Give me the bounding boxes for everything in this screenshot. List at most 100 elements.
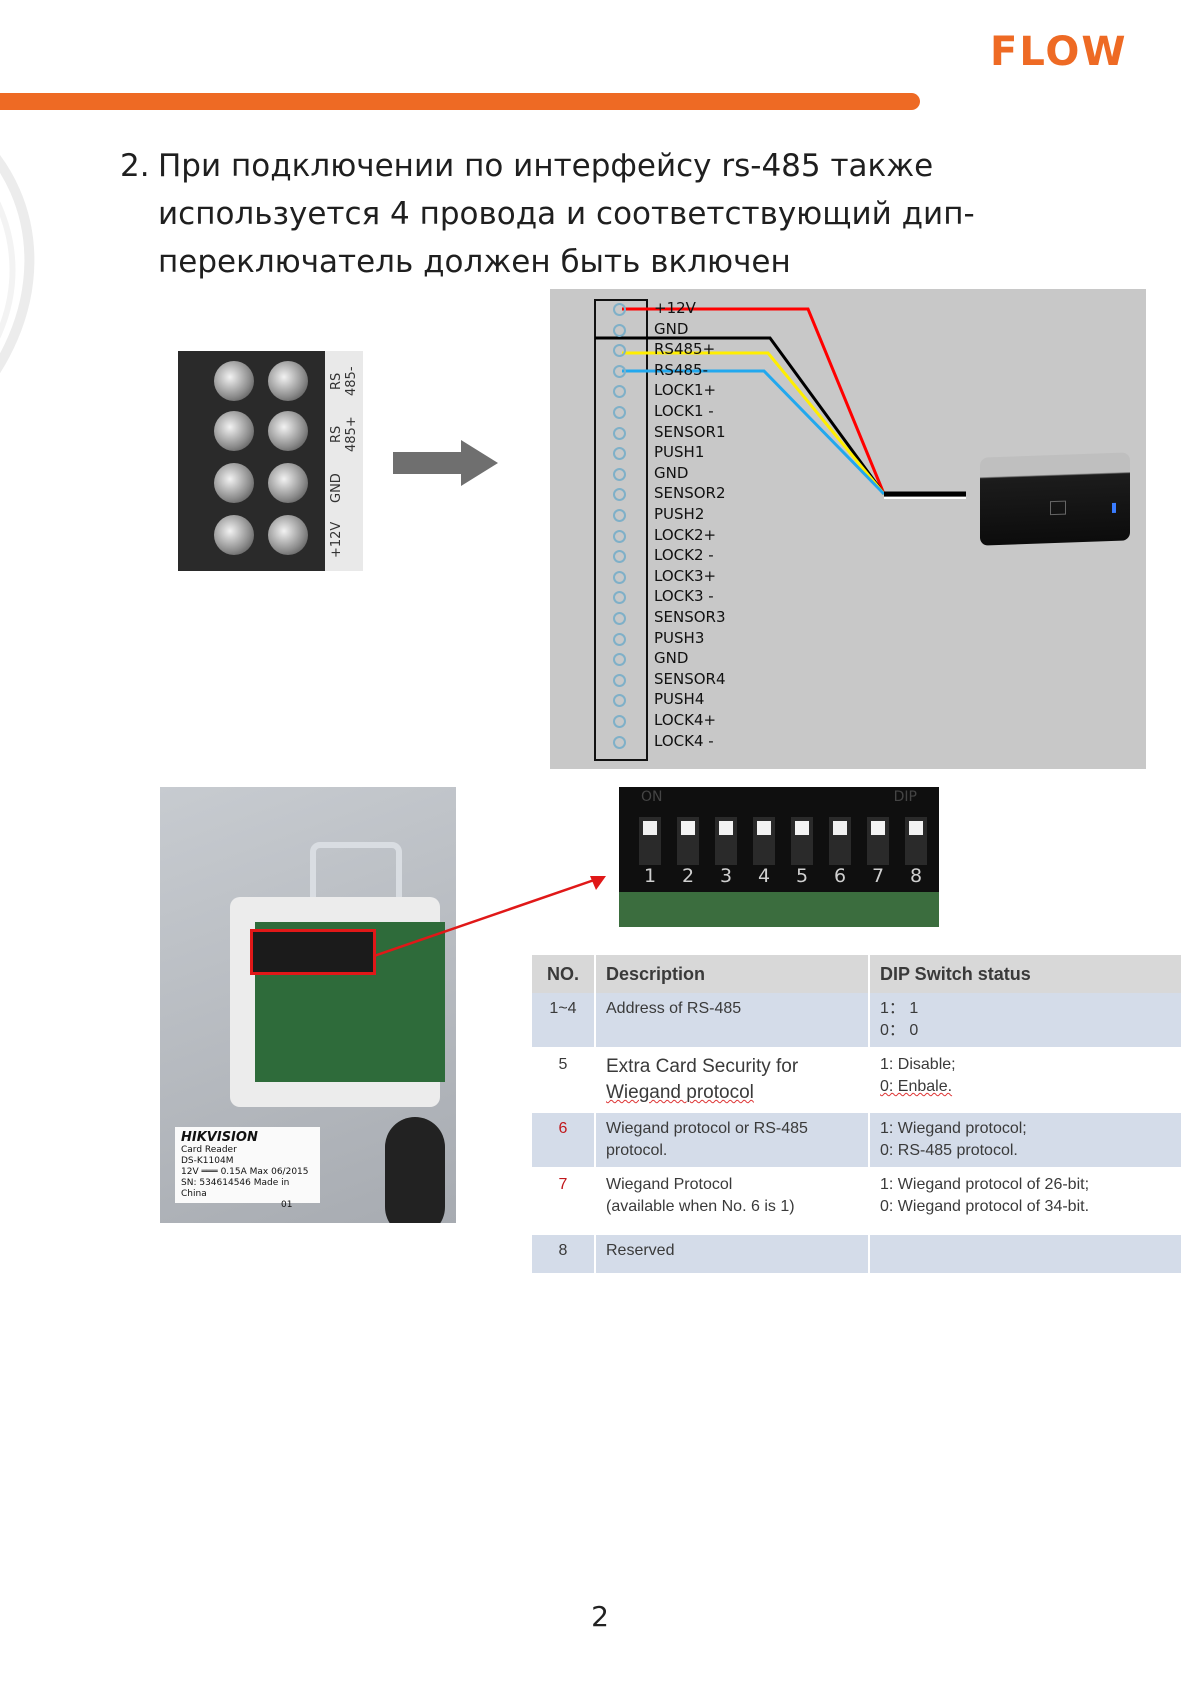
row-number: 7 — [532, 1168, 596, 1235]
cable — [385, 1117, 445, 1223]
status-led — [1112, 502, 1116, 514]
terminal-pin — [613, 591, 626, 605]
dip-switch-knob — [643, 821, 657, 835]
decorative-curve — [0, 155, 35, 373]
pointer-arrow-icon — [373, 876, 606, 958]
terminal-pin — [613, 426, 626, 440]
terminal-pin — [613, 364, 626, 378]
terminal-pin — [613, 632, 626, 646]
terminal-label: SENSOR1 — [654, 422, 726, 441]
heading-line-1: При подключении по интерфейсу rs-485 так… — [158, 148, 934, 184]
dip-switch — [753, 817, 775, 865]
brand-name: HIKVISION — [181, 1130, 258, 1145]
heading-line-2: используется 4 провода и соответствующий… — [158, 196, 975, 232]
terminal-pin — [613, 323, 626, 337]
dip-switch-knob — [833, 821, 847, 835]
terminal-label: SENSOR4 — [654, 669, 726, 688]
terminal-label: LOCK3 - — [654, 587, 714, 606]
terminal-label: SENSOR3 — [654, 608, 726, 626]
terminal-label: LOCK2 - — [654, 546, 714, 565]
terminal-label: +12V — [654, 299, 696, 317]
terminal-pin — [613, 344, 626, 358]
terminal-label: GND — [329, 473, 344, 503]
dip-switch-table: NO. Description DIP Switch status 1~4 Ad… — [532, 955, 1183, 1275]
terminal-pin — [613, 303, 626, 316]
terminal-label: GND — [654, 319, 689, 338]
wires — [595, 307, 966, 499]
row-description: Reserved — [595, 1234, 870, 1275]
circuit-board — [619, 892, 939, 927]
rfid-icon — [1050, 500, 1066, 516]
heading-line-3: переключатель должен быть включен — [158, 244, 791, 280]
dip-switch-knob — [909, 821, 923, 835]
row-number: 6 — [532, 1112, 596, 1169]
dip-switch-knob — [871, 821, 885, 835]
card-reader-device — [980, 452, 1130, 546]
product-label: HIKVISION Card Reader DS-K1104M 12V ═══ … — [175, 1127, 320, 1210]
label-line: 12V ═══ 0.15A Max 06/2015 — [181, 1167, 309, 1177]
terminal-label: RS 485- — [329, 366, 359, 396]
dip-switch-highlight — [250, 929, 376, 975]
terminal-pin — [613, 488, 626, 502]
terminal-pin — [613, 385, 626, 399]
dip-switch-number: 2 — [682, 865, 695, 887]
section-heading: 2.При подключении по интерфейсу rs-485 т… — [120, 142, 1020, 286]
terminal-label: LOCK1 - — [654, 402, 714, 420]
dip-switch-knob — [757, 821, 771, 835]
terminal-block-photo: RS 485- RS 485+ GND +12V — [178, 351, 363, 571]
screw-icon — [268, 361, 308, 401]
row-status: 1: Disable;0: Enbale. — [869, 1048, 1183, 1113]
dip-switch — [715, 817, 737, 865]
label-line: Card Reader — [181, 1145, 237, 1155]
terminal-strip — [594, 299, 648, 761]
terminal-label: PUSH2 — [654, 505, 705, 523]
terminal-label-strip — [325, 351, 363, 571]
label-line: DS-K1104M — [181, 1156, 234, 1166]
terminal-pin — [613, 550, 626, 564]
dip-switch-knob — [719, 821, 733, 835]
terminal-label: PUSH3 — [654, 628, 705, 647]
terminal-pin — [613, 653, 626, 667]
table-row: 7 Wiegand Protocol(available when No. 6 … — [532, 1168, 1183, 1235]
dip-on-label: ON — [641, 789, 663, 805]
terminal-label: SENSOR2 — [654, 484, 726, 503]
table-header-no: NO. — [532, 955, 596, 993]
terminal-label: LOCK4+ — [654, 711, 717, 729]
dip-switch-number: 4 — [758, 865, 771, 887]
dip-label: DIP — [893, 789, 917, 805]
row-number: 8 — [532, 1234, 596, 1275]
terminal-label: PUSH1 — [654, 443, 705, 462]
screw-icon — [268, 411, 308, 451]
dip-switch — [905, 817, 927, 865]
header-accent-bar — [0, 93, 920, 110]
screw-icon — [214, 361, 254, 401]
dip-switch — [829, 817, 851, 865]
terminal-pin — [613, 467, 626, 481]
dip-switch-number: 1 — [644, 865, 657, 887]
terminal-pin — [613, 529, 626, 543]
screw-icon — [214, 515, 254, 555]
terminal-label: LOCK4 - — [654, 731, 714, 750]
terminal-pin — [613, 715, 626, 728]
terminal-label: RS485+ — [654, 340, 716, 359]
dip-switch-knob — [681, 821, 695, 835]
terminal-label: RS 485+ — [329, 416, 359, 452]
dip-switch-number: 7 — [872, 865, 885, 887]
wire-12v — [622, 307, 886, 495]
terminal-pin — [613, 570, 626, 584]
flow-logo: FLOW — [990, 29, 1128, 75]
screw-icon — [268, 463, 308, 503]
terminal-label: GND — [654, 463, 689, 482]
row-status — [869, 1234, 1183, 1275]
row-status: 1: Wiegand protocol;0: RS-485 protocol. — [869, 1112, 1183, 1169]
dip-switch — [677, 817, 699, 865]
screw-icon — [214, 411, 254, 451]
wire-gnd — [595, 336, 886, 495]
screw-icon — [214, 463, 254, 503]
label-line: 01 — [281, 1200, 293, 1210]
